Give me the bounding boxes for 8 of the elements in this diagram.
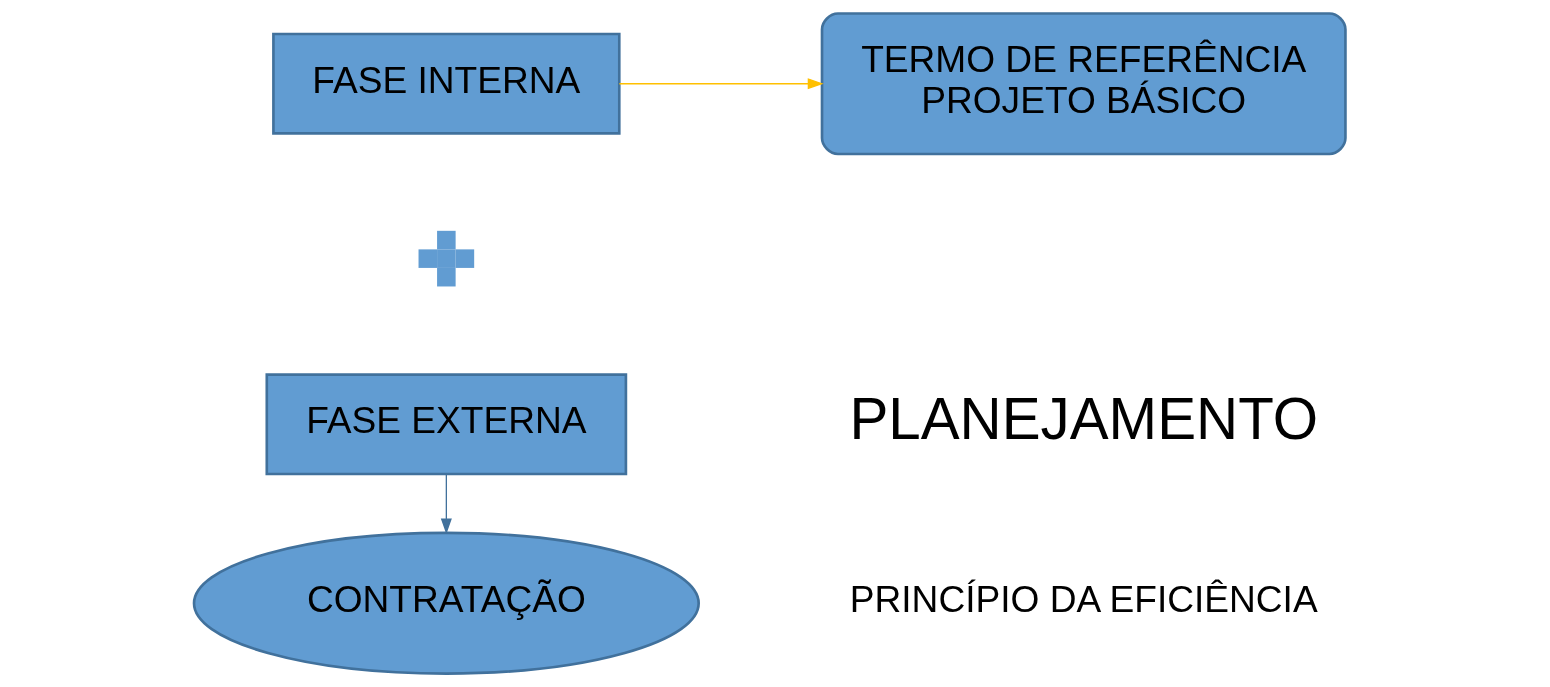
node-ellipse: CONTRATAÇÃO <box>192 531 700 675</box>
arrow <box>618 78 824 90</box>
label: PLANEJAMENTO <box>848 386 1318 452</box>
node-box: FASE EXTERNA <box>264 373 627 476</box>
label: PRINCÍPIO DA EFICIÊNCIA <box>849 578 1318 621</box>
node-box: FASE INTERNA <box>271 32 621 135</box>
node-box: TERMO DE REFERÊNCIA PROJETO BÁSICO <box>820 12 1347 156</box>
arrow <box>440 473 452 535</box>
